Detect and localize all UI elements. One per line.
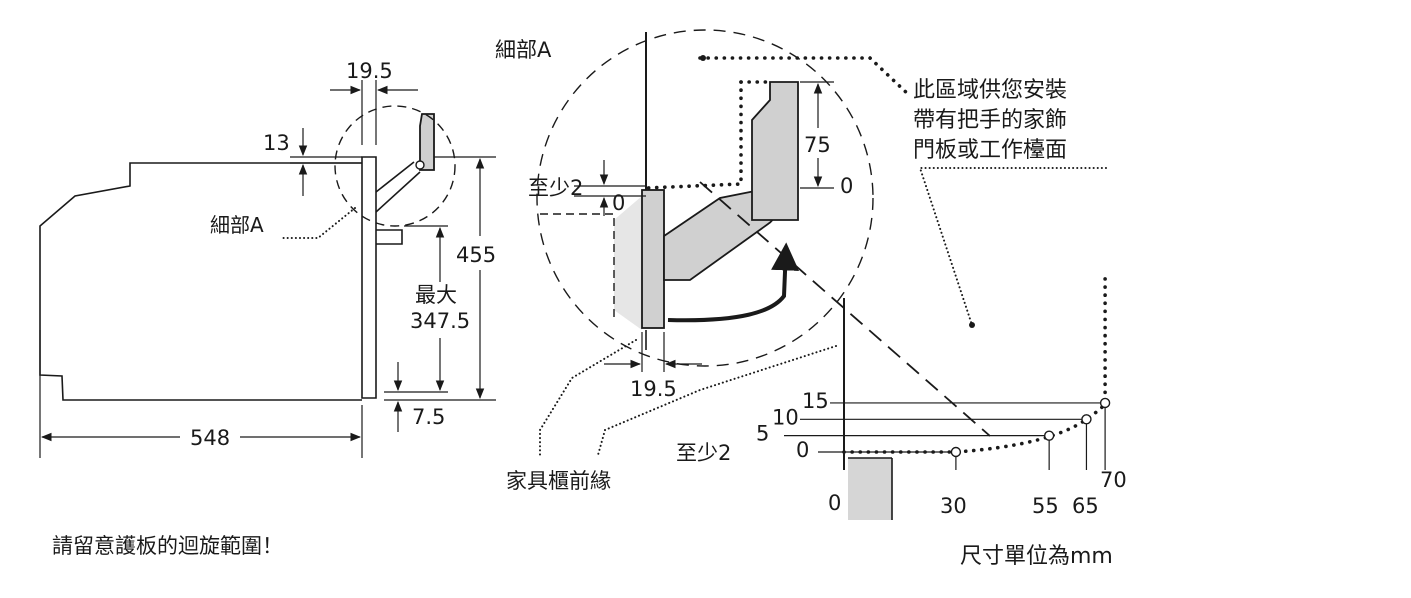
dim-548: 548: [190, 426, 230, 450]
detail-a-view: 細部A 75 0 至少2 0: [495, 29, 991, 493]
dim-455: 455: [456, 243, 496, 267]
dim-347-5: 347.5: [410, 309, 470, 333]
detail-a-title: 細部A: [495, 38, 552, 62]
y-tick-label: 0: [796, 438, 809, 462]
x-tick-label: 0: [828, 491, 841, 515]
note-area: 此區域供您安裝 帶有把手的家飾 門板或工作檯面: [700, 55, 1107, 328]
oven-front-panel: [361, 156, 377, 399]
dim-0-detail-left: 0: [612, 191, 625, 215]
cabinet-front-label: 家具櫃前緣: [506, 469, 611, 493]
dim-0-detail-right: 0: [840, 174, 853, 198]
x-tick-label: 30: [940, 494, 967, 518]
upper-panel: [751, 81, 799, 221]
x-tick-label: 55: [1032, 494, 1059, 518]
dim-19-5-bottom: 19.5: [630, 377, 677, 401]
dim-19-5-top: 19.5: [346, 59, 393, 83]
min2-detail-label: 至少2: [528, 176, 583, 200]
detail-a-large-circle: [536, 29, 874, 367]
swing-arrow: [667, 242, 800, 323]
detail-a-side-label: 細部A: [210, 213, 264, 237]
swing-curve: [842, 271, 1107, 454]
x-tick-label: 70: [1100, 468, 1127, 492]
units-label: 尺寸單位為mm: [960, 544, 1113, 569]
swing-point: [1081, 414, 1092, 425]
y-tick-label: 5: [756, 422, 769, 446]
y-tick-label: 10: [772, 405, 799, 429]
detail-a-circle: [334, 105, 456, 227]
y-tick-label: 15: [802, 389, 829, 413]
dim-75: 75: [804, 133, 831, 157]
warning-text: 請留意護板的迴旋範圍！: [52, 534, 283, 558]
note-line-1: 此區域供您安裝: [913, 78, 1067, 103]
appliance-side-view: 細部A 19.5 13 455 最大 347.5 7.5: [39, 59, 496, 458]
small-door-panel: [419, 113, 435, 171]
dim-7-5: 7.5: [412, 405, 445, 429]
swing-point: [1043, 430, 1055, 441]
dim-13: 13: [263, 131, 290, 155]
swing-point: [1099, 397, 1111, 409]
oven-handle: [376, 229, 403, 245]
oven-body-outline: [39, 162, 362, 401]
note-line-3: 門板或工作檯面: [913, 138, 1067, 163]
x-tick-label: 65: [1072, 494, 1099, 518]
door-panel: [641, 189, 665, 329]
max-label: 最大: [415, 283, 457, 307]
note-line-2: 帶有把手的家飾: [913, 108, 1067, 133]
swing-point: [950, 446, 962, 458]
min2-chart-label: 至少2: [676, 441, 731, 465]
